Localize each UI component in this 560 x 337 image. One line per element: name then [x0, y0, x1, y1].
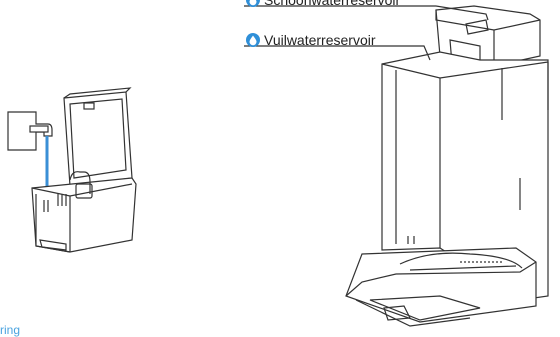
tank-lid: [64, 88, 132, 186]
water-drop-icon: [246, 0, 260, 7]
dirty-reservoir-label: Vuilwaterreservoir: [264, 32, 376, 48]
callout-dirty-reservoir: Vuilwaterreservoir: [246, 32, 376, 48]
water-drop-icon: [246, 33, 260, 47]
base-station-illustration: [244, 6, 548, 326]
tank-refill-illustration: [0, 0, 560, 330]
callout-clean-reservoir: Schoonwaterreservoir: [246, 0, 400, 8]
faucet-illustration: [8, 112, 52, 150]
clean-reservoir-label: Schoonwaterreservoir: [264, 0, 400, 8]
caption-text: ring: [0, 323, 20, 337]
